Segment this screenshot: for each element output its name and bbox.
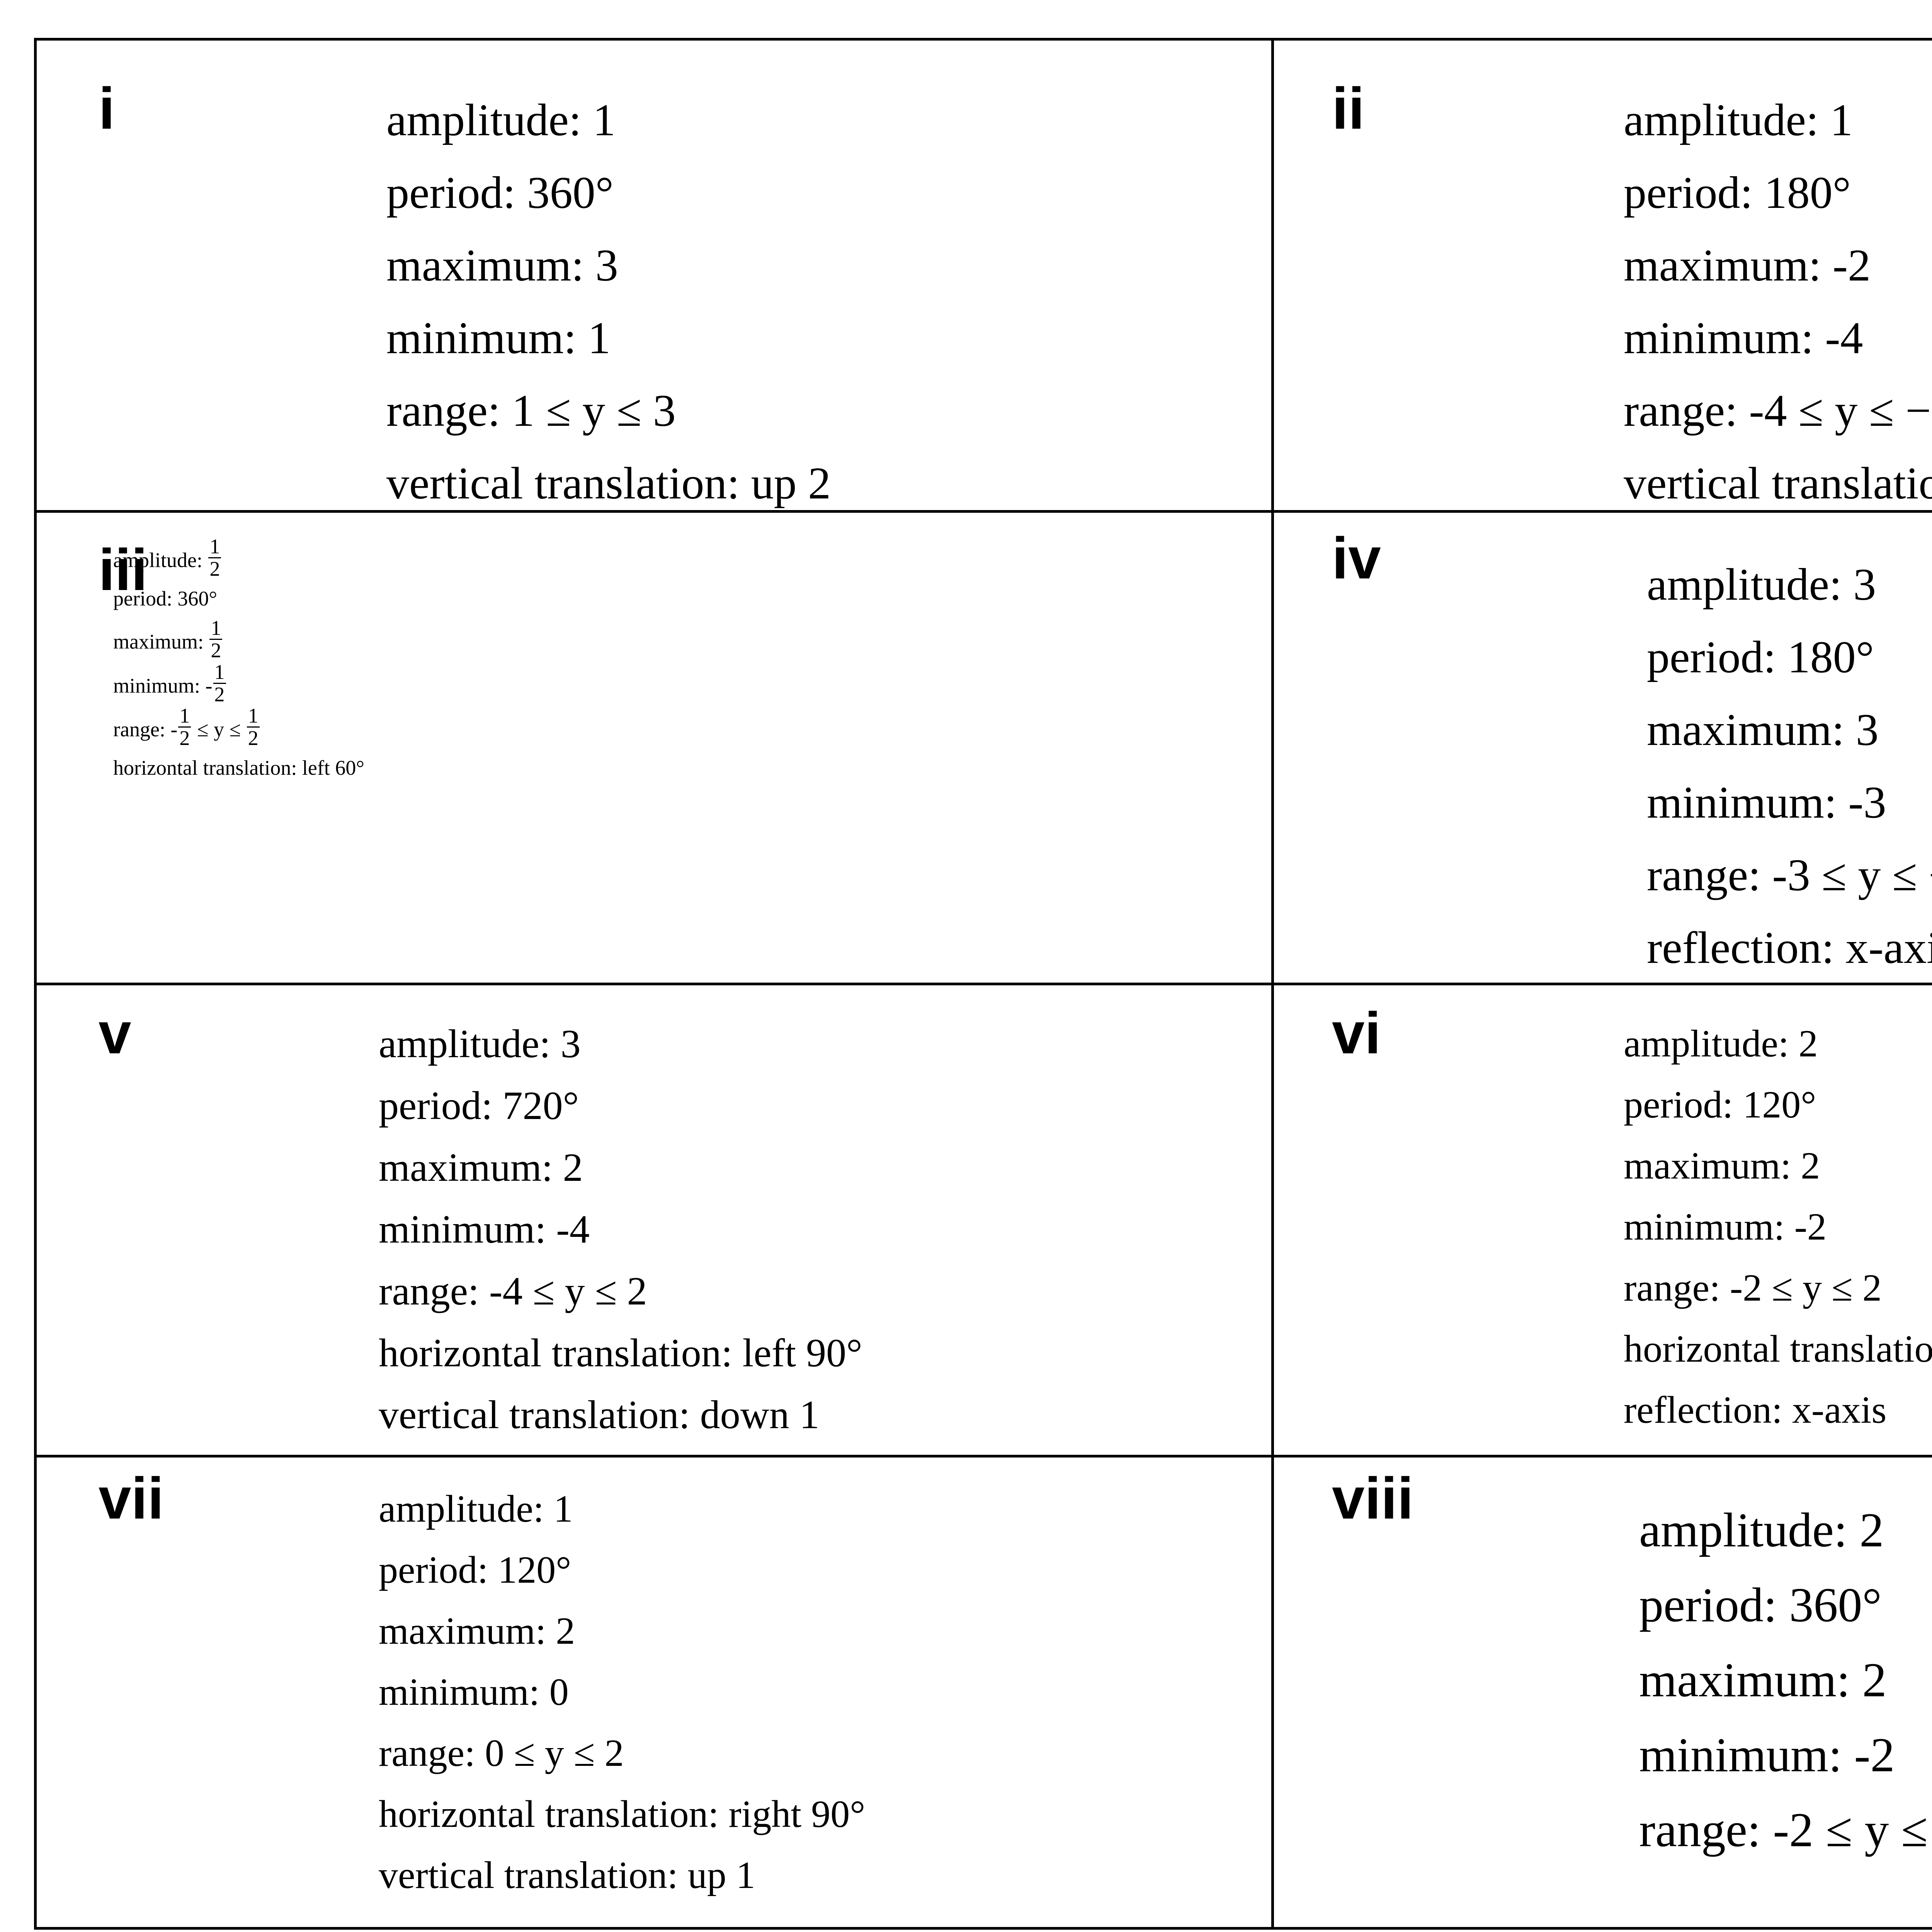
property-period: period: 120° [379,1548,571,1591]
property-period: period: 180° [1624,167,1851,218]
property-amplitude: amplitude: 3 [379,1021,581,1066]
property-range: range: 0 ≤ y ≤ 2 [379,1731,624,1774]
property-list-ii: amplitude: 1 period: 180° maximum: -2 mi… [1624,84,1932,520]
property-amplitude: amplitude: 1 [386,95,616,145]
property-reflection: reflection: x-axis [1647,922,1932,973]
property-list-vii: amplitude: 1 period: 120° maximum: 2 min… [379,1478,865,1906]
cell-numeral-iii: iii [99,537,148,603]
property-minimum: minimum: -2 [1639,1728,1895,1782]
property-amplitude: amplitude: 1 [379,1487,573,1530]
property-list-i: amplitude: 1 period: 360° maximum: 3 min… [386,84,831,520]
property-horizontal-translation: horizontal translation: right 60° [1624,1327,1932,1370]
cell-numeral-viii: viii [1332,1465,1414,1531]
property-minimum: minimum: -4 [379,1207,590,1252]
property-period: period: 180° [1647,632,1874,683]
property-range: range: -4 ≤ y ≤ 2 [379,1269,647,1313]
cell-numeral-ii: ii [1332,76,1365,141]
property-period: period: 360° [113,587,218,611]
property-vertical-translation: vertical translation: up 1 [379,1853,755,1896]
property-period: period: 360° [386,167,614,218]
cell-vii: vii amplitude: 1 period: 120° maximum: 2… [34,1454,1274,1930]
property-horizontal-translation: horizontal translation: left 60° [113,756,364,779]
property-maximum: maximum: -2 [1624,240,1871,291]
property-list-vi: amplitude: 2 period: 120° maximum: 2 min… [1624,1013,1932,1440]
cell-i: i amplitude: 1 period: 360° maximum: 3 m… [34,37,1274,513]
property-minimum: minimum: -2 [1624,1205,1827,1248]
cell-numeral-v: v [99,1000,131,1066]
cell-iv: iv amplitude: 3 period: 180° maximum: 3 … [1271,510,1932,985]
property-list-v: amplitude: 3 period: 720° maximum: 2 min… [379,1013,862,1446]
table-row: vii amplitude: 1 period: 120° maximum: 2… [34,1454,1932,1930]
table-row: v amplitude: 3 period: 720° maximum: 2 m… [34,982,1932,1458]
table-row: i amplitude: 1 period: 360° maximum: 3 m… [34,37,1932,513]
cell-vi: vi amplitude: 2 period: 120° maximum: 2 … [1271,982,1932,1458]
property-vertical-translation: vertical translation: up 2 [386,458,831,509]
range-inequality: ≤ y ≤ [197,718,241,741]
property-maximum: maximum: 3 [386,240,618,291]
property-range: range: 1 ≤ y ≤ 3 [386,385,676,436]
property-maximum: maximum: 2 [1639,1653,1887,1707]
property-maximum: maximum: 3 [1647,704,1879,755]
cell-v: v amplitude: 3 period: 720° maximum: 2 m… [34,982,1274,1458]
property-reflection: reflection: x-axis [1624,1388,1887,1431]
cell-numeral-iv: iv [1332,526,1381,592]
maximum-label: maximum: [113,630,204,653]
property-period: period: 360° [1639,1578,1882,1632]
property-minimum: minimum: -3 [1647,777,1886,828]
property-vertical-translation: vertical translation: down 1 [379,1392,820,1437]
property-vertical-translation: vertical translation: down 3 [1624,458,1932,509]
property-maximum: maximum: 2 [379,1145,583,1190]
property-range: range: -2 ≤ y ≤ 2 [1639,1803,1932,1857]
property-minimum: minimum: 0 [379,1670,569,1713]
property-horizontal-translation: horizontal translation: right 90° [379,1792,866,1835]
cell-numeral-i: i [99,76,115,141]
property-range: range: -4 ≤ y ≤ −2 [1624,385,1932,436]
property-minimum: minimum: -4 [1624,313,1863,363]
cell-viii: viii amplitude: 2 period: 360° maximum: … [1271,1454,1932,1930]
property-minimum: minimum: 1 [386,313,611,363]
amplitude-label: amplitude: [113,548,202,572]
cell-numeral-vi: vi [1332,1000,1381,1066]
trig-properties-table: i amplitude: 1 period: 360° maximum: 3 m… [34,37,1932,1930]
property-list-iv: amplitude: 3 period: 180° maximum: 3 min… [1647,548,1932,984]
minimum-label: minimum: - [113,673,213,697]
property-amplitude: amplitude: 2 [1639,1503,1884,1557]
property-period: period: 720° [379,1083,579,1128]
property-range: range: -2 ≤ y ≤ 2 [1624,1266,1882,1309]
property-horizontal-translation: horizontal translation: left 90° [379,1330,862,1375]
property-amplitude: amplitude: 2 [1624,1022,1818,1065]
cell-ii: ii amplitude: 1 period: 180° maximum: -2… [1271,37,1932,513]
property-amplitude: amplitude: 1 [1624,95,1853,145]
property-maximum: maximum: 2 [379,1609,575,1652]
property-list-viii: amplitude: 2 period: 360° maximum: 2 min… [1639,1493,1932,1868]
cell-numeral-vii: vii [99,1465,164,1531]
range-label: range: - [113,718,178,741]
property-amplitude: amplitude: 3 [1647,559,1876,610]
property-maximum: maximum: 2 [1624,1144,1820,1187]
property-period: period: 120° [1624,1083,1816,1126]
property-range: range: -3 ≤ y ≤ −3 [1647,850,1932,901]
